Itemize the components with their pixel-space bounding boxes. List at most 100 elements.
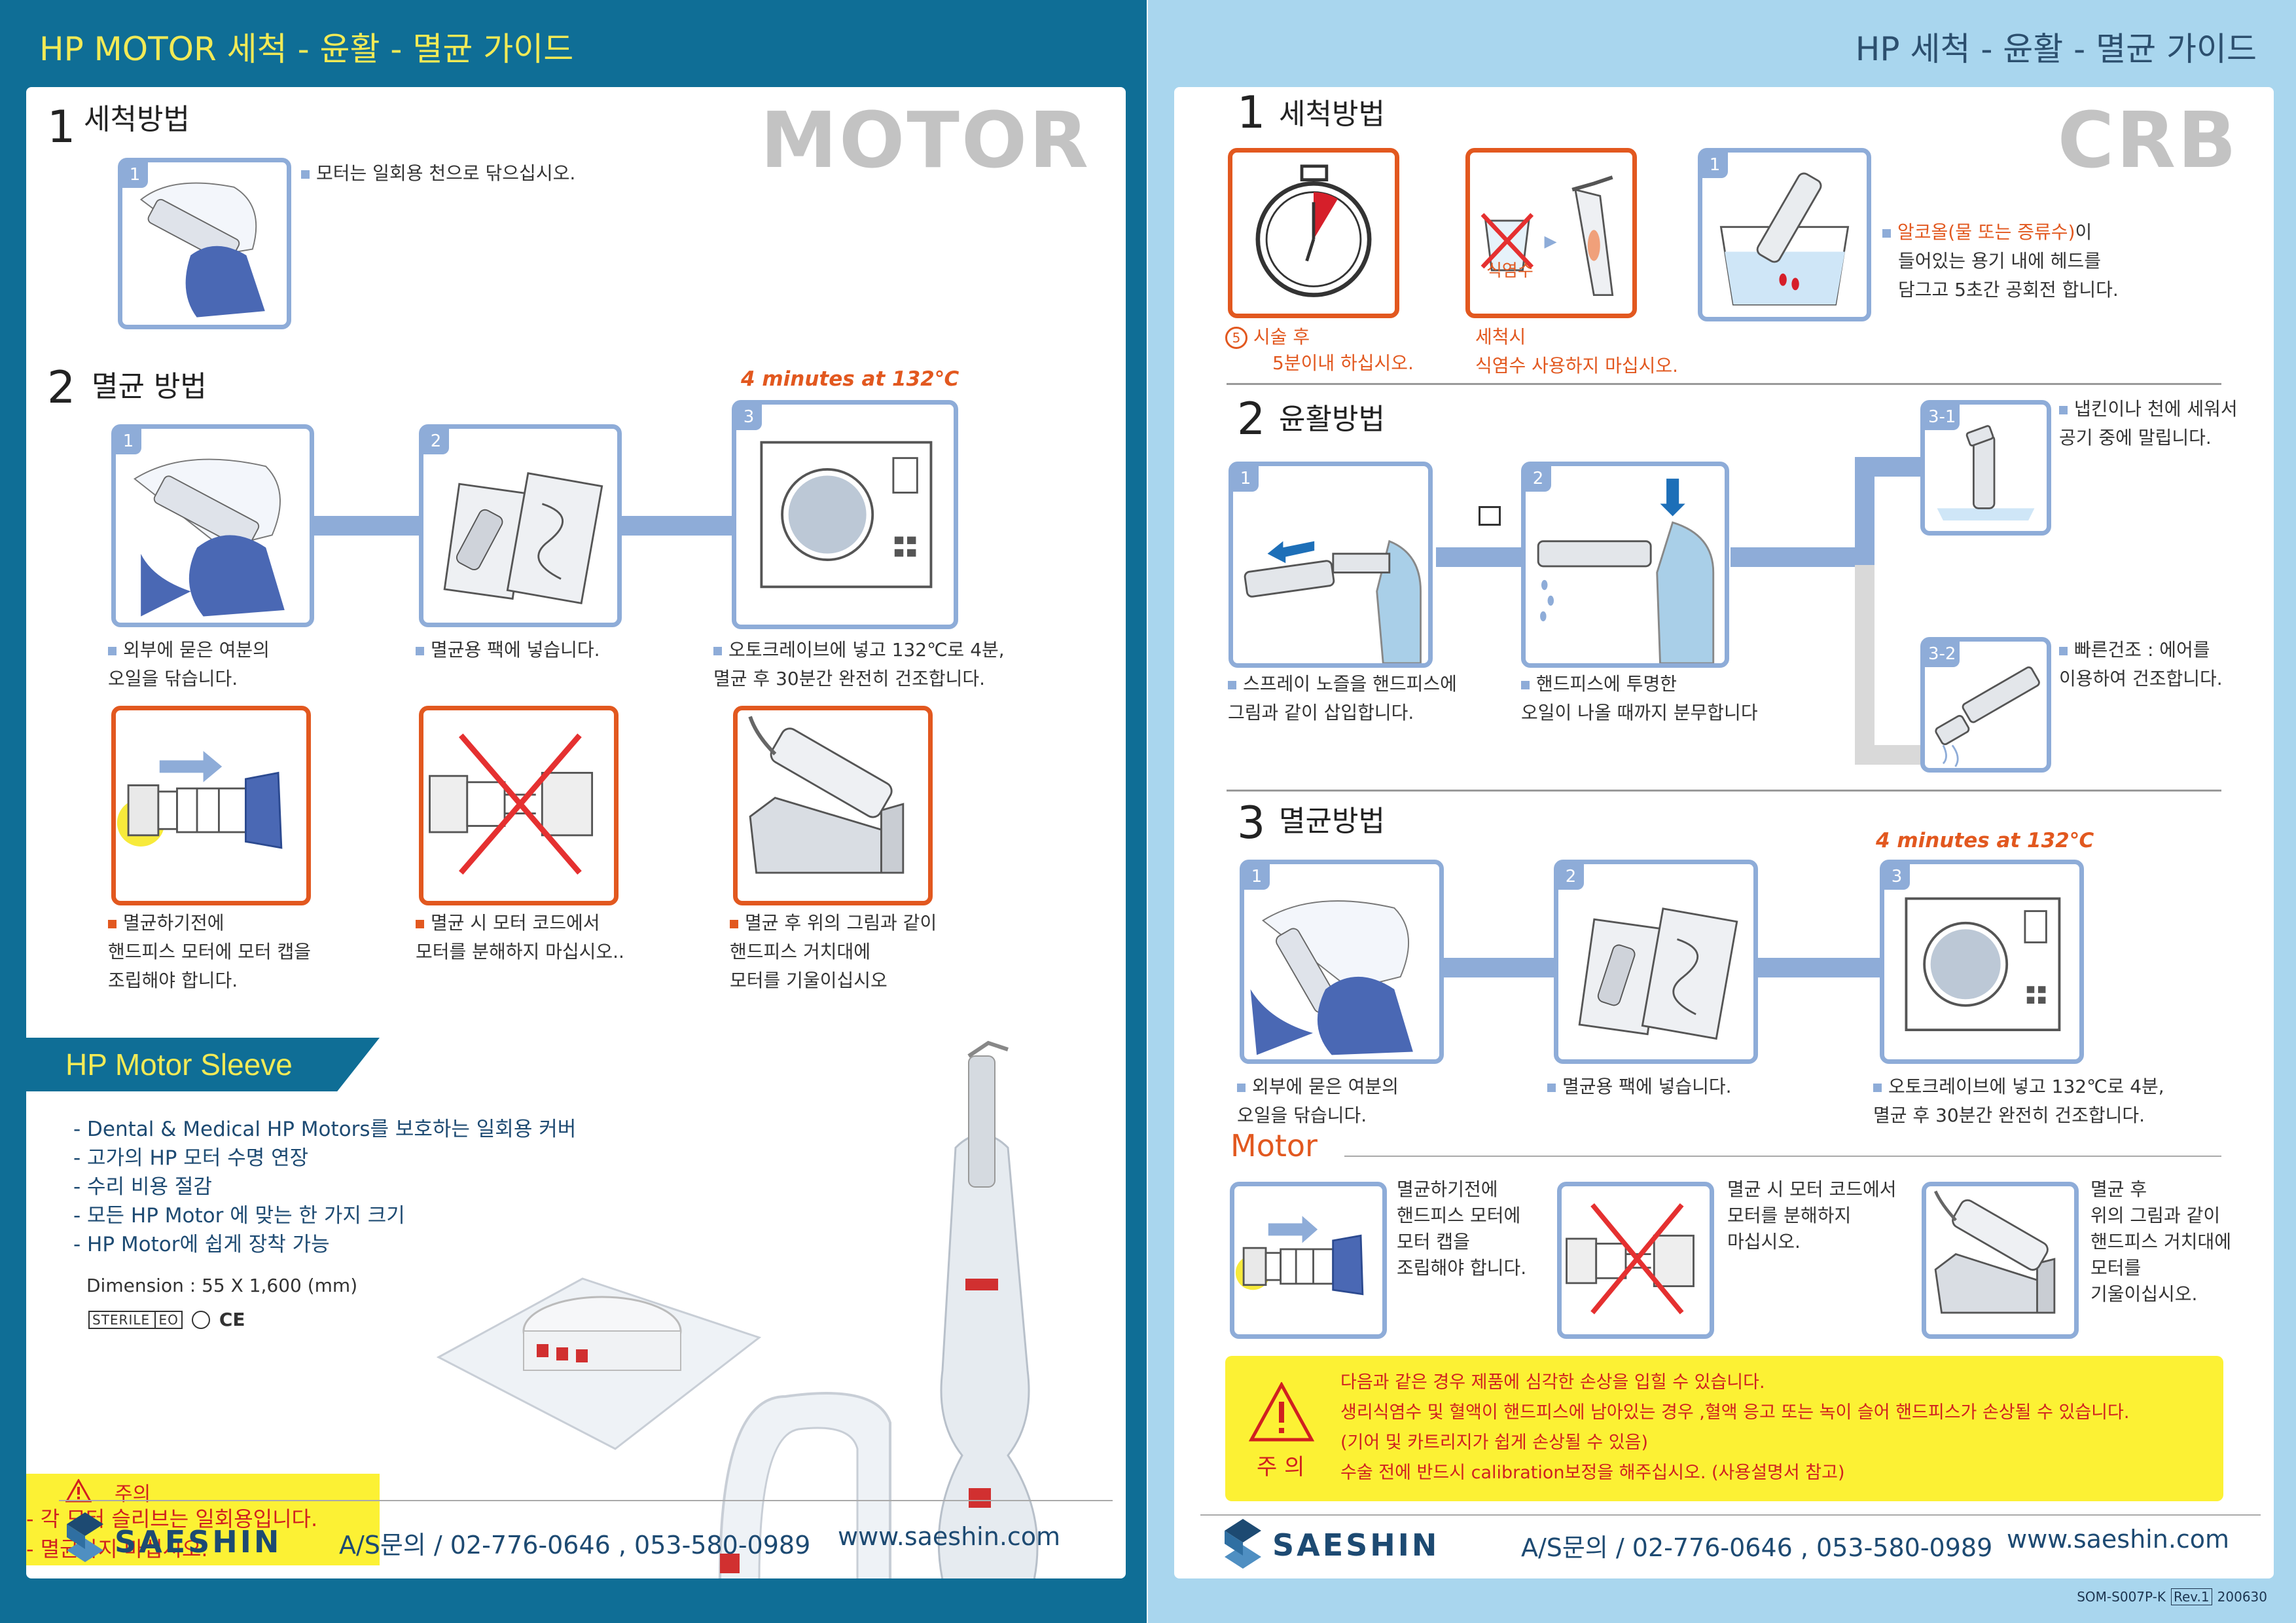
step-badge: 1: [1702, 152, 1728, 178]
step-caption: 오토크레이브에 넣고 132℃로 4분, 멸균 후 30분간 완전히 건조합니다…: [1873, 1076, 2164, 1126]
caution-caption: 멸균 시 모터 코드에서 모터를 분해하지 마십시오..: [416, 912, 624, 962]
section-divider: [1227, 383, 2221, 385]
left-card: MOTOR 1 세척방법 1 모터는 일회용 천으로 닦으십시오. 2 멸균 방…: [26, 87, 1126, 1578]
brand-name: SAESHIN: [115, 1524, 282, 1559]
dip-caption: 알코올(물 또는 증류수)이: [1882, 218, 2092, 247]
caution-frame: [111, 706, 311, 905]
step-frame: 1: [1698, 148, 1871, 321]
website-link[interactable]: www.saeshin.com: [838, 1522, 1061, 1551]
holder-tilt-icon: [748, 716, 905, 874]
sleeve-title: HP Motor Sleeve: [65, 1048, 293, 1082]
small-square-icon: [1479, 506, 1501, 526]
step-caption: 냅킨이나 천에 세워서 공기 중에 말립니다.: [2059, 398, 2238, 448]
no-saline-caption: 세척시 식염수 사용하지 마십시오.: [1475, 326, 1679, 376]
autoclave-icon: [760, 441, 933, 589]
step-frame: 2: [1554, 860, 1758, 1064]
step-caption: 스프레이 노즐을 핸드피스에 그림과 같이 삽입합니다.: [1228, 673, 1457, 723]
step-frame: 1: [1229, 462, 1433, 668]
stand-dry-icon: [1937, 425, 2035, 520]
step-frame: 3-1: [1920, 400, 2051, 536]
caution-title: 주의: [115, 1483, 151, 1506]
step-badge: 1: [115, 428, 141, 454]
right-page-title: HP 세척 - 윤활 - 멸균 가이드: [1855, 30, 2257, 68]
autoclave-icon: [1905, 897, 2061, 1032]
as-contact: A/S문의 / 02-776-0646 , 053-580-0989: [1521, 1533, 1993, 1562]
motor-caption: 멸균 시 모터 코드에서 모터를 분해하지 마십시오.: [1727, 1178, 1897, 1252]
step-badge: 2: [423, 428, 449, 454]
stopwatch-icon: [1255, 164, 1372, 297]
warning-triangle-icon: [65, 1479, 92, 1503]
no-disassemble-icon: [1566, 1203, 1695, 1315]
connector: [1855, 457, 1920, 477]
wipe-motor-icon: [139, 182, 265, 318]
sterile-pouch-icon: [1578, 907, 1738, 1040]
step-caption: 외부에 묻은 여분의 오일을 닦습니다.: [108, 639, 270, 689]
step-frame: 3-2: [1920, 637, 2051, 773]
step-frame: 1: [1240, 860, 1444, 1064]
motor-divider: [1344, 1156, 2221, 1157]
step-badge: 1: [122, 162, 148, 188]
step-frame: [1557, 1182, 1714, 1339]
section-number: 2: [47, 362, 76, 414]
connector: [1436, 958, 1554, 977]
ce-mark: CE: [219, 1309, 245, 1330]
warning-label: 주 의: [1257, 1454, 1305, 1480]
website-link[interactable]: www.saeshin.com: [2007, 1525, 2230, 1554]
section-title: 세척방법: [1279, 98, 1385, 131]
step-badge: 3-1: [1924, 404, 1960, 430]
step-caption: 외부에 묻은 여분의 오일을 닦습니다.: [1237, 1076, 1399, 1126]
step-frame: 1: [111, 424, 314, 627]
motor-caption: 멸균 후 위의 그림과 같이 핸드피스 거치대에 모터를 기울이십시오.: [2090, 1178, 2231, 1305]
caution-caption: 멸균 후 위의 그림과 같이 핸드피스 거치대에 모터를 기울이십시오: [730, 912, 937, 991]
motor-watermark: MOTOR: [760, 95, 1090, 185]
caution-frame: [419, 706, 619, 905]
connector-alt: [1855, 745, 1920, 765]
dip-head-icon: [1719, 172, 1850, 306]
holder-tilt-icon: [1933, 1190, 2056, 1314]
step-frame: [1230, 1182, 1387, 1339]
section-title: 멸균 방법: [92, 370, 207, 403]
section-title: 윤활방법: [1279, 403, 1385, 436]
warning-text: 다음과 같은 경우 제품에 심각한 손상을 입힐 수 있습니다.생리식염수 및 …: [1340, 1372, 2130, 1483]
section-number: 3: [1237, 797, 1266, 849]
warning-triangle-icon: [1249, 1382, 1314, 1442]
sleeve-product-icon: [436, 1040, 1039, 1578]
motor-cap-icon: [117, 751, 283, 849]
sleeve-features: - Dental & Medical HP Motors를 보호하는 일회용 커…: [73, 1118, 577, 1256]
left-panel: HP MOTOR 세척 - 윤활 - 멸균 가이드 MOTOR 1 세척방법 1…: [0, 0, 1147, 1623]
step-frame: 1: [118, 158, 291, 329]
right-card: CRB 1 세척방법 5 시술 후 5분이내 하십시오. 식염수 세척시 식염수…: [1174, 87, 2274, 1578]
ul-mark-icon: [191, 1310, 210, 1329]
section-title: 멸균방법: [1279, 805, 1385, 838]
step-caption: 오토크레이브에 넣고 132℃로 4분, 멸균 후 30분간 완전히 건조합니다…: [713, 639, 1005, 689]
sleeve-dimension: Dimension : 55 X 1,600 (mm): [86, 1275, 358, 1296]
step-badge: 1: [1244, 864, 1270, 890]
wipe-handpiece-icon: [1250, 900, 1413, 1055]
timer-caption: 5 시술 후: [1225, 323, 1310, 352]
caution-caption: 멸균하기전에 핸드피스 모터에 모터 캡을 조립해야 합니다.: [108, 912, 312, 991]
step-badge: 3-2: [1924, 641, 1960, 667]
step-frame: [1922, 1182, 2079, 1339]
motor-caption: 멸균하기전에 핸드피스 모터에 모터 캡을 조립해야 합니다.: [1397, 1178, 1527, 1279]
step-caption: 핸드피스에 투명한 오일이 나올 때까지 분무합니다: [1521, 673, 1758, 723]
sterile-pouch-icon: [443, 472, 603, 605]
step-caption: 멸균용 팩에 넣습니다.: [1547, 1072, 1732, 1101]
no-saline-icon: [1480, 175, 1614, 297]
step-frame: 3: [732, 400, 958, 629]
step-caption: 멸균용 팩에 넣습니다.: [416, 636, 600, 665]
saeshin-logo-icon: [67, 1512, 103, 1562]
brand-name: SAESHIN: [1272, 1527, 1440, 1563]
dip-caption-2: 들어있는 용기 내에 헤드를 담그고 5초간 공회전 합니다.: [1898, 250, 2119, 301]
step-badge: 3: [1884, 864, 1910, 890]
step-badge: 2: [1558, 864, 1584, 890]
spray-oil-icon: [1537, 479, 1715, 663]
temp-label: 4 minutes at 132℃: [1876, 829, 2094, 852]
section-number: 2: [1237, 393, 1266, 445]
timer-frame: [1228, 148, 1399, 318]
saline-label: 식염수: [1486, 261, 1534, 281]
connector-alt: [1855, 565, 1874, 765]
crb-watermark: CRB: [2057, 95, 2238, 185]
left-page-title: HP MOTOR 세척 - 윤활 - 멸균 가이드: [39, 30, 574, 68]
connector: [1731, 547, 1855, 567]
timer-caption-2: 5분이내 하십시오.: [1272, 352, 1414, 374]
